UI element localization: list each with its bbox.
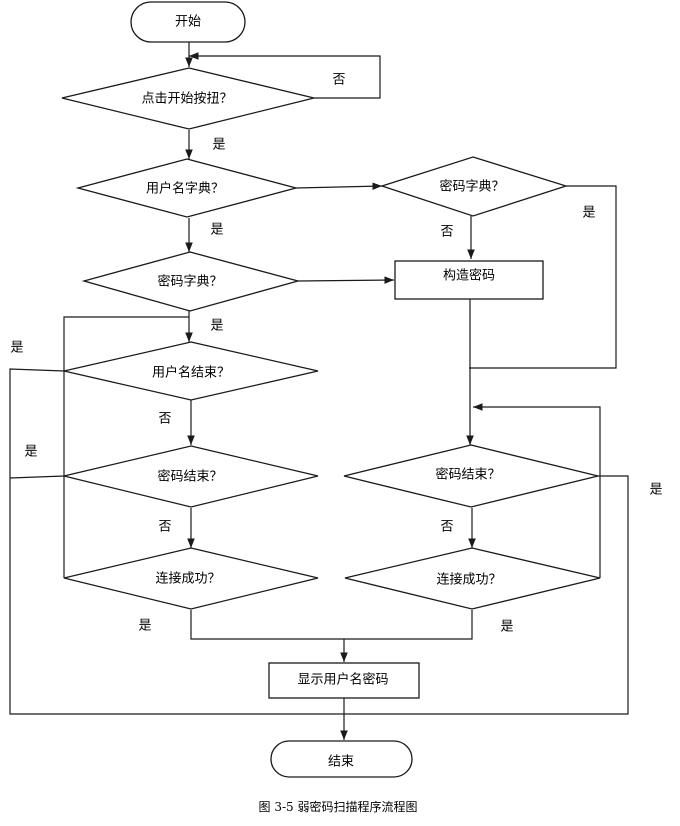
node-pwd-dict-left: 密码字典？ — [81, 251, 301, 312]
node-end: 结束 — [270, 740, 413, 778]
edges — [9, 42, 629, 740]
node-connect-left: 连接成功？ — [63, 547, 319, 610]
pwd-dict-right-label: 密码字典？ — [439, 179, 504, 195]
edge-pwd-dict-left-right — [297, 276, 395, 284]
label-pwd-dict-right-yes: 是 — [582, 206, 595, 221]
label-pwd-end-left-no: 否 — [158, 520, 171, 535]
edge-connect-right-yes — [344, 610, 473, 640]
start-label: 开始 — [175, 15, 201, 30]
user-end-decision — [63, 341, 319, 401]
pwd-end-left-label: 密码结束？ — [157, 469, 222, 485]
edge-pwd-dict-right-yes — [469, 185, 617, 369]
construct-pwd-label: 构造密码 — [443, 268, 495, 284]
edge-user-end-yes — [9, 368, 629, 715]
connect-left-decision — [63, 547, 319, 610]
figure-caption: 图 3-5 弱密码扫描程序流程图 — [259, 799, 418, 814]
pwd-dict-left-label: 密码字典？ — [157, 274, 222, 290]
label-connect-right-yes: 是 — [500, 620, 513, 635]
edge-user-dict-right — [295, 182, 383, 191]
label-pwd-end-left-yes: 是 — [24, 445, 37, 460]
show-user-pwd-label: 显示用户名密码 — [297, 672, 388, 688]
edge-connect-right-no-loop — [473, 403, 601, 578]
label-pwd-end-right-no: 否 — [440, 520, 453, 535]
pwd-dict-right-decision — [379, 156, 569, 217]
construct-pwd-process — [394, 260, 544, 300]
label-click-no: 否 — [332, 73, 345, 88]
node-show-user-pwd: 显示用户名密码 — [268, 662, 420, 699]
node-pwd-end-right: 密码结束？ — [343, 444, 599, 508]
node-construct-pwd: 构造密码 — [394, 260, 544, 300]
label-pwd-end-right-yes: 是 — [649, 483, 662, 498]
pwd-end-left-decision — [63, 445, 319, 508]
pwd-end-right-decision — [343, 444, 599, 508]
end-terminal — [270, 740, 413, 778]
label-user-dict-yes: 是 — [210, 223, 223, 238]
end-label: 结束 — [328, 755, 354, 770]
node-connect-right: 连接成功？ — [344, 547, 601, 610]
label-pwd-dict-right-no: 否 — [440, 225, 453, 240]
pwd-end-right-label: 密码结束？ — [435, 467, 500, 483]
label-user-end-yes: 是 — [10, 341, 23, 356]
user-dict-label: 用户名字典？ — [146, 181, 224, 197]
edge-click-no-loop — [189, 52, 381, 99]
node-start: 开始 — [130, 1, 246, 43]
start-terminal — [130, 1, 246, 43]
click-start-decision — [61, 67, 315, 130]
connect-right-decision — [344, 547, 601, 610]
click-start-label: 点击开始按扭？ — [141, 92, 232, 107]
connect-left-label: 连接成功？ — [155, 571, 220, 587]
label-connect-left-yes: 是 — [138, 619, 151, 634]
node-pwd-end-left: 密码结束？ — [63, 445, 319, 508]
user-dict-decision — [75, 158, 299, 218]
node-user-dict: 用户名字典？ — [75, 158, 299, 218]
edge-connect-left-no-loop — [63, 316, 189, 578]
connect-right-label: 连接成功？ — [436, 572, 501, 588]
node-click-start: 点击开始按扭？ — [61, 67, 315, 130]
edge-pwd-end-left-yes — [9, 475, 65, 479]
edge-connect-left-yes — [190, 610, 344, 640]
label-pwd-dict-left-yes: 是 — [210, 319, 223, 334]
label-user-end-no: 否 — [158, 412, 171, 427]
pwd-dict-left-decision — [81, 251, 301, 312]
node-pwd-dict-right: 密码字典？ — [379, 156, 569, 217]
label-click-yes: 是 — [212, 138, 225, 153]
show-user-pwd-process — [268, 662, 420, 699]
user-end-label: 用户名结束？ — [152, 365, 230, 381]
edge-labels: 否 是 是 否 是 是 是 否 是 否 是 否 是 是 — [10, 73, 662, 635]
node-user-end: 用户名结束？ — [63, 341, 319, 401]
